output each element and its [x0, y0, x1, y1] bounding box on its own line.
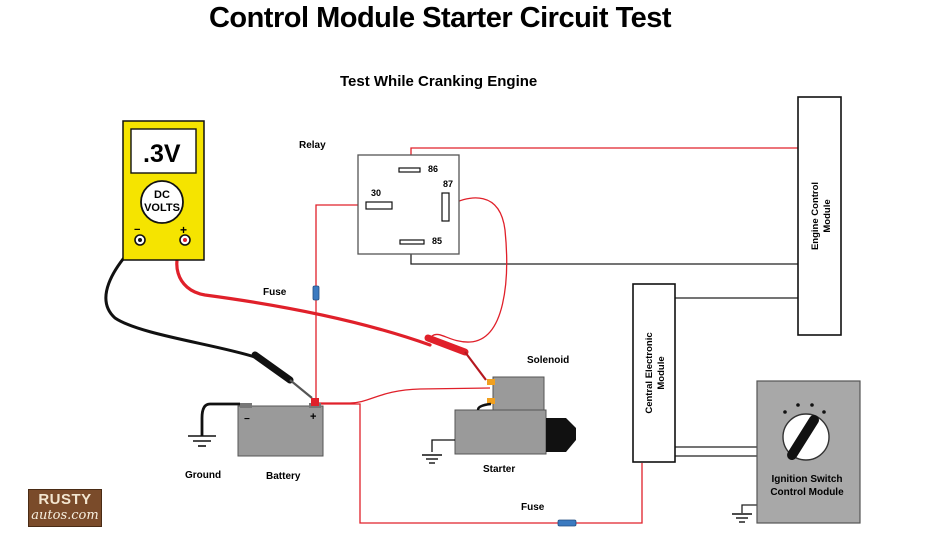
wire-relay85-ecm	[410, 243, 798, 265]
starter-ground	[422, 439, 455, 464]
relay-pin-86-label: 86	[428, 164, 438, 174]
starter-nose	[546, 418, 576, 452]
cem-label-line2: Module	[656, 356, 667, 389]
relay: Relay 86 87 30 85	[299, 140, 460, 255]
battery: − + Battery	[237, 398, 324, 482]
meter-mode-volts: VOLTS	[144, 202, 180, 214]
black-wires	[410, 243, 798, 513]
cem-label-line1: Central Electronic	[644, 332, 655, 413]
solenoid-label: Solenoid	[527, 355, 569, 366]
relay-pin-85-label: 85	[432, 236, 442, 246]
ecm-label-line2: Module	[822, 199, 833, 232]
ignition-ground	[732, 513, 752, 523]
fuse-bottom-label: Fuse	[521, 502, 545, 513]
meter-reading: .3V	[143, 140, 181, 168]
meter-lead-black	[104, 238, 260, 360]
battery-pos-label: +	[310, 411, 316, 423]
battery-neg-label: −	[244, 414, 250, 425]
relay-pin-30	[365, 201, 393, 210]
page-title: Control Module Starter Circuit Test	[208, 2, 672, 34]
wire-battery-solenoid	[316, 387, 491, 404]
meter-neg-label: −	[134, 224, 140, 236]
logo-line1: RUSTY	[38, 491, 92, 508]
relay-pin-87-label: 87	[443, 179, 453, 189]
ignition-label-line1: Ignition Switch	[771, 474, 842, 485]
meter-lead-red	[175, 238, 432, 347]
solenoid-body	[492, 376, 545, 411]
wire-relay87-solenoid	[431, 197, 508, 343]
ecm-label-line1: Engine Control	[810, 182, 821, 250]
starter-body	[454, 409, 547, 455]
multimeter: .3V DC VOLTS − +	[122, 120, 205, 261]
central-electronic-module: Central Electronic Module	[632, 283, 676, 463]
fuse-bottom: Fuse	[521, 502, 577, 527]
meter-leads	[104, 238, 432, 360]
relay-pin-86	[398, 167, 421, 173]
wire-battery-cem	[320, 403, 643, 524]
battery-ground: Ground	[185, 402, 240, 481]
rusty-autos-logo: RUSTY autos.com	[28, 489, 102, 527]
black-probe	[251, 351, 313, 399]
starter-label: Starter	[483, 464, 515, 475]
diagram-subtitle: Test While Cranking Engine	[340, 73, 538, 90]
relay-label: Relay	[299, 140, 326, 151]
ignition-switch-module: Ignition Switch Control Module	[756, 380, 861, 524]
fuse-top-label: Fuse	[263, 287, 287, 298]
relay-pin-30-label: 30	[371, 188, 381, 198]
red-probe	[424, 334, 487, 381]
fuse-top: Fuse	[263, 285, 320, 301]
ignition-label-line2: Control Module	[770, 487, 844, 498]
meter-pos-label: +	[180, 223, 187, 237]
relay-pin-87	[441, 192, 450, 222]
battery-label: Battery	[266, 471, 301, 482]
ground-label: Ground	[185, 470, 221, 481]
logo-line2: autos.com	[31, 508, 99, 523]
relay-pin-85	[399, 239, 425, 245]
wire-relay86-ecm	[410, 147, 798, 168]
meter-mode-dc: DC	[154, 189, 170, 201]
wire-ignition-ground	[741, 504, 757, 513]
wire-relay30-battery	[315, 204, 373, 398]
starter-assembly: Solenoid Starter	[454, 355, 576, 475]
engine-control-module: Engine Control Module	[797, 96, 842, 336]
